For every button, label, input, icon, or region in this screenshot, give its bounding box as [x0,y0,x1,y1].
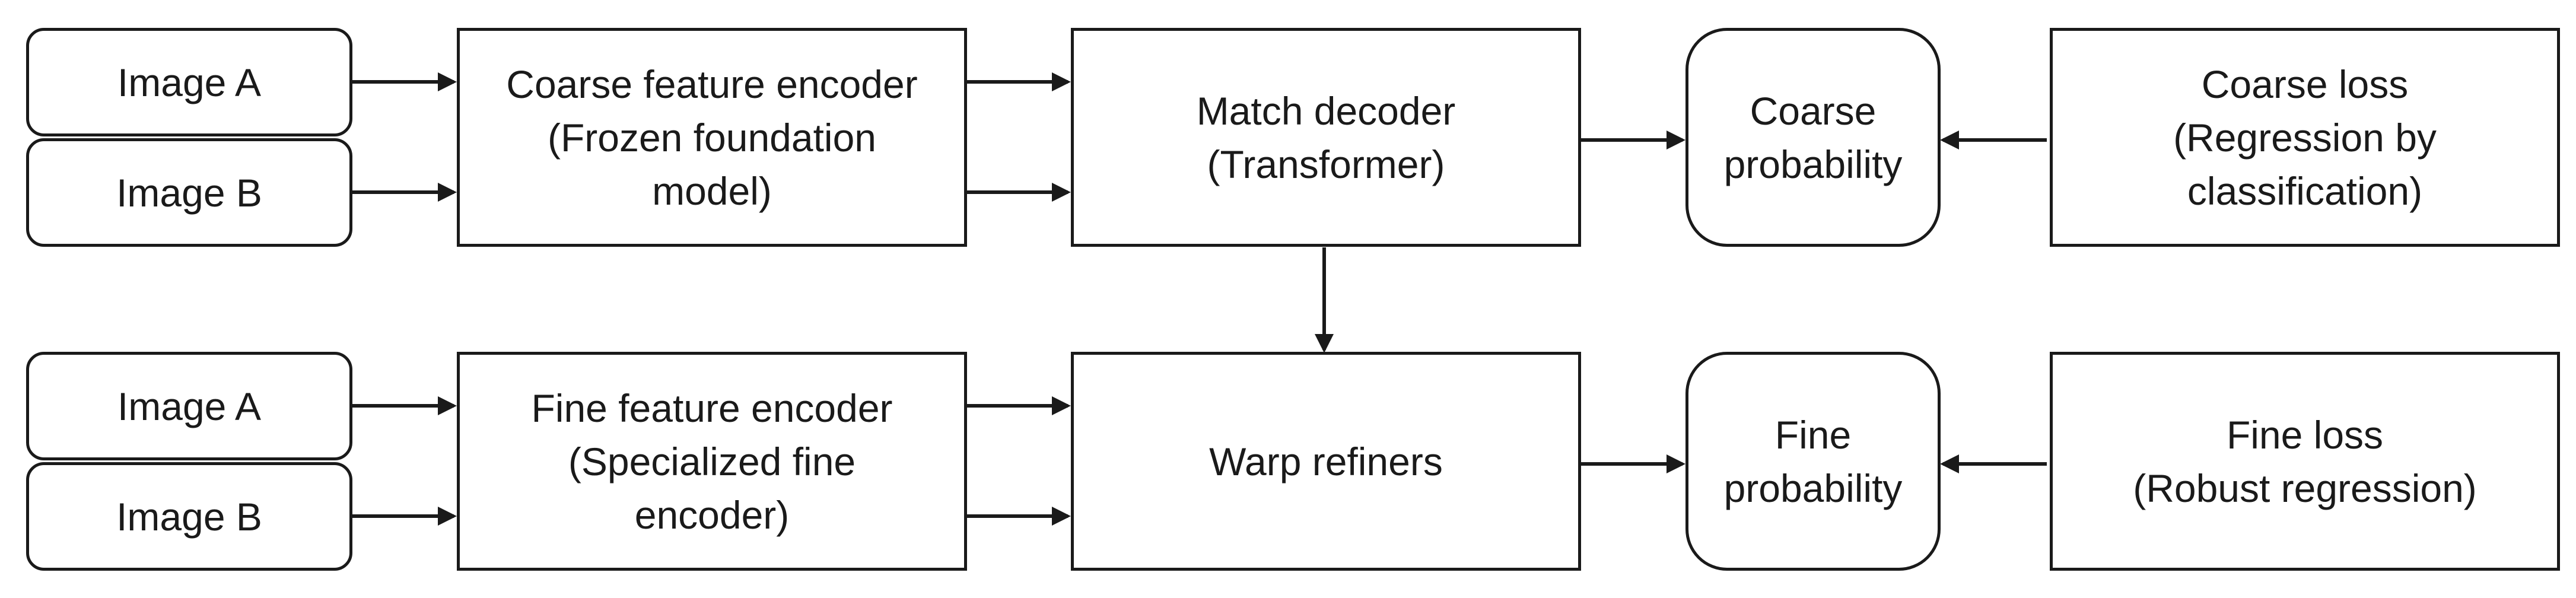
node-label: Image A [117,60,262,104]
node-label: probability [1723,466,1903,510]
node-label: Warp refiners [1209,439,1443,484]
image-b-top-node: Image B [26,138,352,247]
node-label: (Transformer) [1207,142,1445,186]
arrowhead [1940,454,1959,473]
node-label: Image B [116,494,262,539]
node-label: model) [652,168,772,213]
node-label: Fine [1774,412,1852,457]
warp-refiners-node: Warp refiners [1071,352,1581,571]
node-label: Coarse feature encoder [506,62,918,106]
image-a-top-node: Image A [26,28,352,136]
coarse-probability-node: Coarse probability [1685,28,1941,247]
image-b-bottom-node: Image B [26,462,352,571]
arrowhead [1052,72,1071,91]
node-label: (Robust regression) [2133,466,2477,510]
arrowhead [1052,183,1071,202]
arrowhead [1940,131,1959,150]
arrowhead [1052,396,1071,415]
node-label: (Regression by [2173,115,2437,160]
arrowhead [1315,334,1334,353]
node-label: (Frozen foundation [547,115,876,160]
node-label: classification) [2187,168,2423,213]
node-label: Coarse loss [2201,62,2409,106]
node-label: Match decoder [1196,88,1456,133]
arrowhead [438,72,457,91]
fine-feature-encoder-node: Fine feature encoder (Specialized fine e… [457,352,967,571]
node-label: Fine feature encoder [531,386,893,430]
node-label: Coarse [1750,88,1877,133]
fine-loss-node: Fine loss (Robust regression) [2050,352,2560,571]
node-label: (Specialized fine [568,439,856,484]
coarse-feature-encoder-node: Coarse feature encoder (Frozen foundatio… [457,28,967,247]
arrowhead [438,183,457,202]
coarse-loss-node: Coarse loss (Regression by classificatio… [2050,28,2560,247]
match-decoder-node: Match decoder (Transformer) [1071,28,1581,247]
node-label: Image B [116,170,262,215]
node-label: Image A [117,384,262,428]
node-label: encoder) [634,492,790,537]
arrowhead [1667,454,1685,473]
arrowhead [1667,131,1685,150]
arrowhead [438,396,457,415]
node-label: probability [1723,142,1903,186]
fine-probability-node: Fine probability [1685,352,1941,571]
node-label: Fine loss [2226,412,2384,457]
arrowhead [438,507,457,526]
image-a-bottom-node: Image A [26,352,352,460]
arrowhead [1052,507,1071,526]
